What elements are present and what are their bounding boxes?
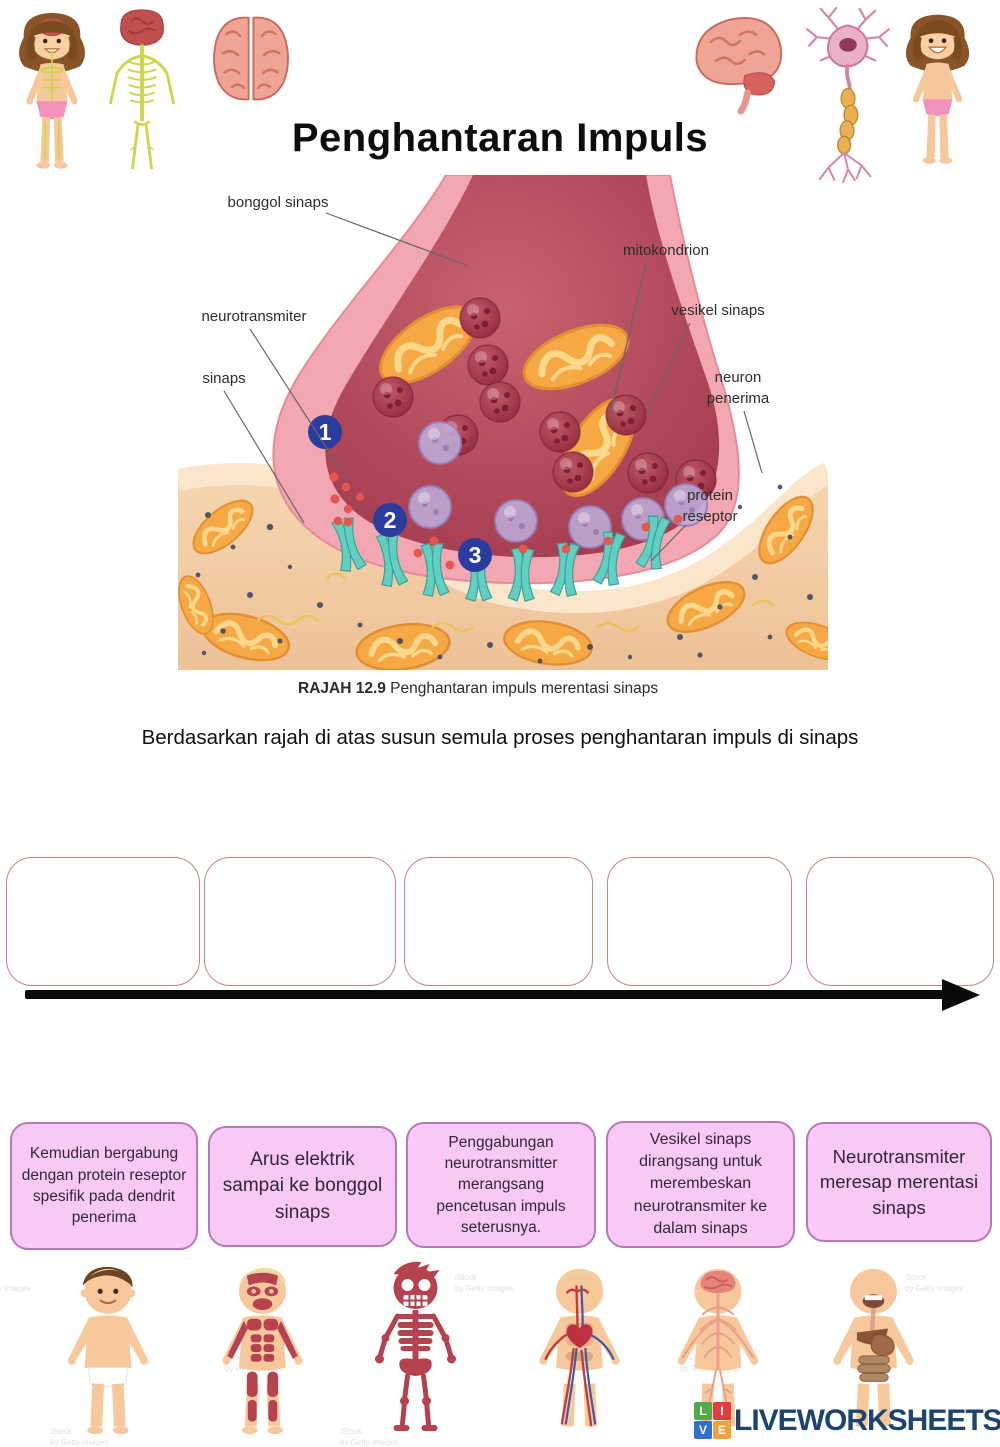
figure-caption: RAJAH 12.9 Penghantaran impuls merentasi… (298, 680, 659, 697)
svg-text:penerima: penerima (707, 390, 770, 407)
answer-slot-1[interactable] (6, 857, 200, 986)
sequence-arrow-head (942, 979, 980, 1011)
skeletal-system-illustration (348, 1258, 483, 1443)
svg-text:2: 2 (384, 507, 397, 533)
instruction-text: Berdasarkan rajah di atas susun semula p… (141, 726, 859, 749)
answer-slot-2[interactable] (204, 857, 396, 986)
answer-slot-5[interactable] (806, 857, 994, 986)
label-vesikel-sinaps: vesikel sinaps (671, 302, 764, 319)
answer-slot-3[interactable] (404, 857, 593, 986)
nervous-system-illustration (103, 6, 181, 174)
boy-illustration (48, 1262, 168, 1443)
liveworksheets-logo-tiles: L I V E (694, 1402, 731, 1439)
label-protein-reseptor: protein (687, 487, 733, 504)
label-neuron-penerima: neuron (715, 369, 762, 386)
synapse-diagram: 1 2 3 bonggol sinaps mitokondrion neurot… (178, 175, 828, 670)
sequence-arrow (25, 990, 947, 999)
svg-text:1: 1 (319, 419, 332, 445)
svg-text:3: 3 (469, 542, 482, 568)
liveworksheets-logo-text: LIVEWORKSHEETS (734, 1403, 1000, 1437)
girl-with-nervous-system-illustration (5, 8, 100, 173)
brain-top-view-illustration (205, 10, 297, 106)
page-title: Penghantaran Impuls (291, 116, 709, 160)
brain-side-view-illustration (686, 8, 789, 116)
label-mitokondrion: mitokondrion (623, 242, 709, 259)
figure-caption-label: RAJAH 12.9 (298, 680, 386, 697)
digestive-system-illustration (806, 1262, 941, 1443)
step-markers: 1 2 3 (308, 415, 492, 572)
circulatory-system-illustration (512, 1262, 647, 1443)
liveworksheets-logo[interactable]: L I V E LIVEWORKSHEETS (694, 1402, 1000, 1439)
neuron-cell-illustration (798, 4, 898, 184)
answer-card-2[interactable]: Arus elektrik sampai ke bonggol sinaps (208, 1126, 397, 1247)
label-sinaps: sinaps (202, 370, 245, 387)
label-bonggol-sinaps: bonggol sinaps (228, 194, 329, 211)
muscular-system-illustration (200, 1262, 325, 1443)
label-neurotransmiter: neurotransmiter (201, 308, 306, 325)
answer-card-4[interactable]: Vesikel sinaps dirangsang untuk merembes… (606, 1121, 795, 1248)
answer-card-5[interactable]: Neurotransmiter meresap merentasi sinaps (806, 1122, 992, 1242)
answer-slot-4[interactable] (607, 857, 792, 986)
svg-text:reseptor: reseptor (682, 508, 737, 525)
answer-card-1[interactable]: Kemudian bergabung dengan protein resept… (10, 1122, 198, 1250)
answer-card-3[interactable]: Penggabungan neurotransmitter merangsang… (406, 1122, 596, 1248)
girl-illustration (888, 10, 988, 168)
